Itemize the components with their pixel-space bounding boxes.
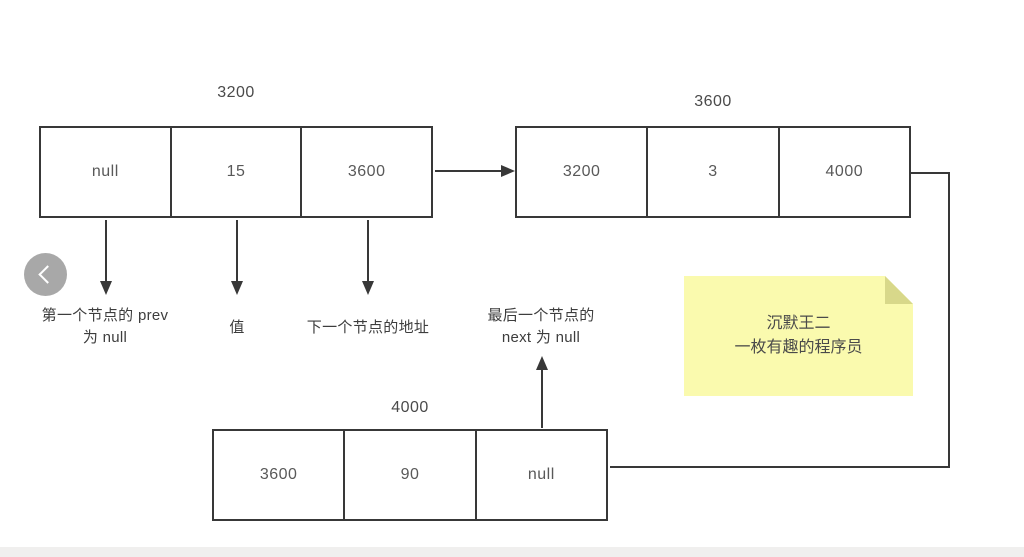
list-node-3200: 3200 null 15 3600 (39, 84, 433, 218)
arrow-node1-to-node2 (435, 165, 515, 177)
node-next-cell: 3600 (347, 163, 386, 180)
node-value-cell: 90 (345, 431, 477, 519)
node-next-cell: null (527, 466, 555, 483)
sticky-note: 沉默王二 一枚有趣的程序员 (684, 276, 913, 396)
sticky-note-fold (885, 276, 913, 304)
annotation-last-next: 最后一个节点的 next 为 null (487, 307, 595, 346)
node-cells: 3600 90 null (212, 429, 608, 521)
node-cells: null 15 3600 (39, 126, 433, 218)
node-address-label: 4000 (391, 399, 429, 416)
node-prev-cell: null (41, 128, 172, 216)
node-next-cell: 4000 (825, 163, 864, 180)
arrow-node1-value-annotation (231, 220, 243, 295)
arrow-node1-next-annotation (362, 220, 374, 295)
arrow-node1-prev-annotation (100, 220, 112, 295)
node-prev-cell: 3600 (214, 431, 346, 519)
node-address-label: 3600 (694, 93, 732, 110)
node-address-label: 3200 (217, 84, 255, 101)
node-value-cell: 3 (648, 128, 780, 216)
sticky-note-line: 一枚有趣的程序员 (734, 339, 863, 356)
list-node-3600: 3600 3200 3 4000 (515, 93, 911, 218)
node-value-cell: 15 (172, 128, 303, 216)
list-node-4000: 4000 3600 90 null (212, 399, 608, 521)
back-button[interactable] (24, 253, 67, 296)
chevron-left-icon (38, 265, 57, 284)
bottom-bar (0, 547, 1024, 557)
sticky-note-line: 沉默王二 (766, 315, 831, 332)
node-cells: 3200 3 4000 (515, 126, 911, 218)
node-prev-cell: 3200 (517, 128, 649, 216)
annotation-value: 值 (229, 319, 245, 336)
arrow-node3-null-annotation (536, 356, 548, 428)
annotation-next-address: 下一个节点的地址 (306, 319, 430, 336)
annotation-first-prev: 第一个节点的 prev 为 null (41, 307, 169, 346)
